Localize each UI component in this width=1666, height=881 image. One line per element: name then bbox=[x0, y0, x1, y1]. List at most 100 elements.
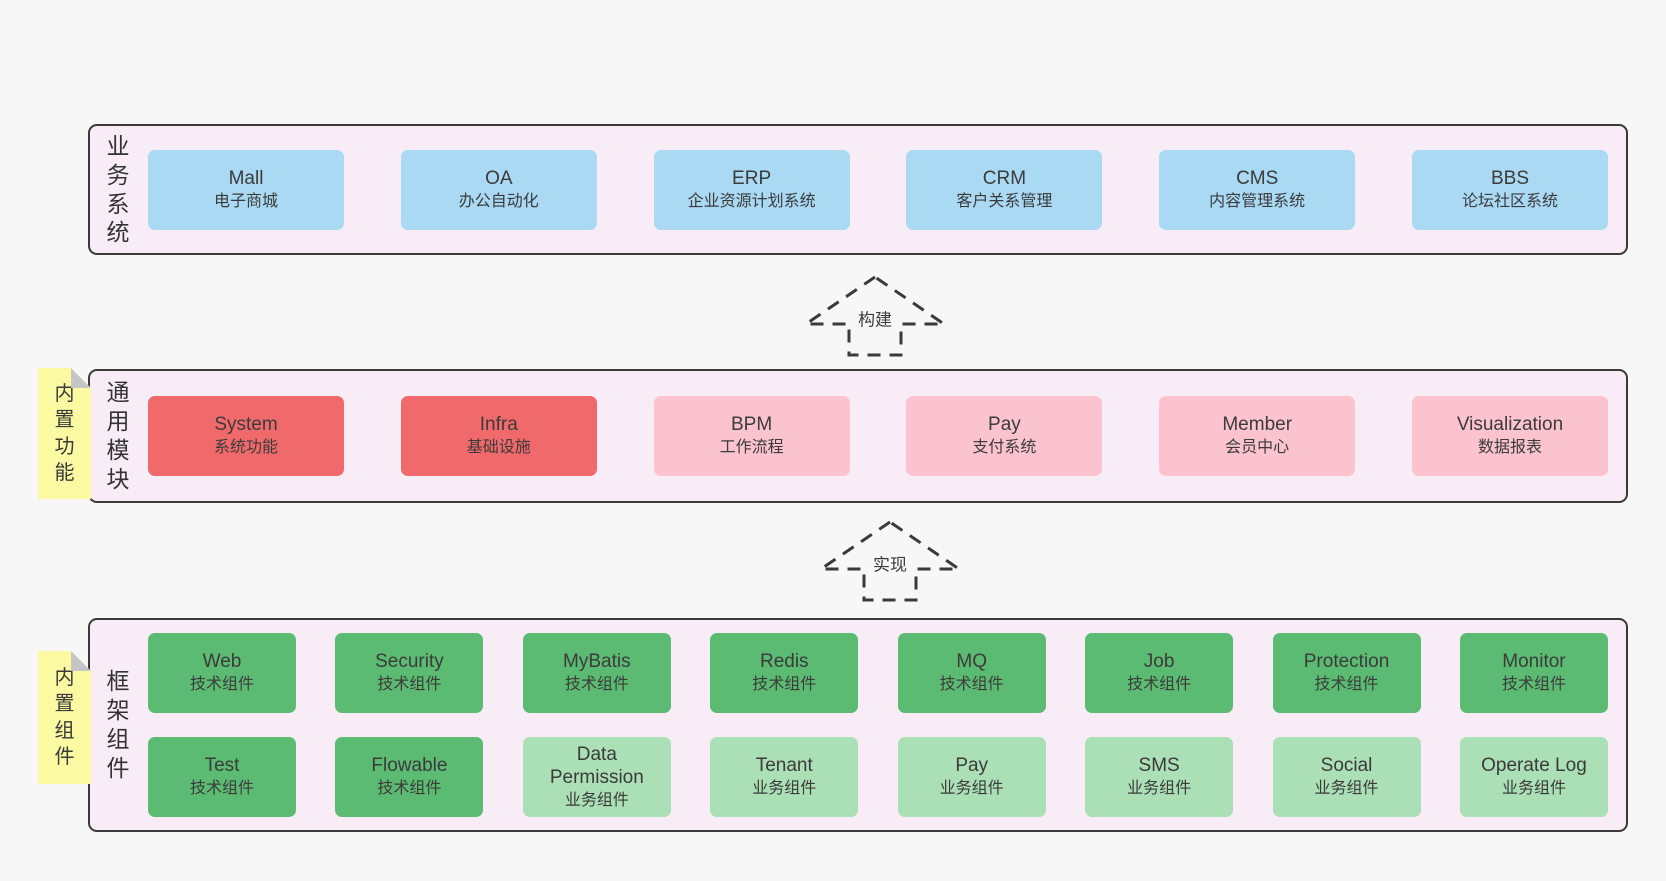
band-business-systems-label: 业务系统 bbox=[106, 132, 130, 246]
box-visualization: Visualization 数据报表 bbox=[1411, 396, 1608, 476]
box-tenant: Tenant 业务组件 bbox=[710, 737, 859, 817]
box-flowable: Flowable 技术组件 bbox=[335, 737, 484, 817]
band-common-modules: 通用模块 System 系统功能 Infra 基础设施 BPM 工作流程 Pay… bbox=[88, 369, 1628, 503]
box-pay-name: Pay bbox=[988, 414, 1021, 436]
box-social-desc: 业务组件 bbox=[1314, 780, 1379, 798]
box-test-desc: 技术组件 bbox=[189, 780, 254, 798]
box-protection-desc: 技术组件 bbox=[1314, 676, 1379, 694]
box-flowable-desc: 技术组件 bbox=[377, 780, 442, 798]
box-erp-desc: 企业资源计划系统 bbox=[687, 192, 816, 210]
box-cms-desc: 内容管理系统 bbox=[1209, 192, 1306, 210]
sticky-built-in-features-label: 内置功能 bbox=[54, 382, 75, 484]
box-redis: Redis 技术组件 bbox=[710, 633, 859, 713]
box-cms-name: CMS bbox=[1236, 167, 1279, 189]
arrow-build: 构建 bbox=[800, 274, 950, 358]
box-mq-name: MQ bbox=[956, 651, 987, 673]
box-pay-component: Pay 业务组件 bbox=[897, 737, 1046, 817]
box-social-name: Social bbox=[1320, 755, 1373, 777]
box-mall-desc: 电子商城 bbox=[213, 192, 278, 210]
sticky-built-in-features: 内置功能 bbox=[38, 368, 91, 499]
box-operate-log-name: Operate Log bbox=[1481, 755, 1587, 777]
box-bpm-name: BPM bbox=[731, 414, 773, 436]
box-system-desc: 系统功能 bbox=[213, 439, 278, 457]
box-test-name: Test bbox=[204, 755, 240, 777]
box-web-name: Web bbox=[202, 651, 242, 673]
box-job-desc: 技术组件 bbox=[1127, 676, 1192, 694]
box-mall-name: Mall bbox=[228, 167, 264, 189]
box-erp-name: ERP bbox=[732, 167, 772, 189]
box-member-desc: 会员中心 bbox=[1225, 439, 1290, 457]
box-mybatis-desc: 技术组件 bbox=[564, 676, 629, 694]
arrow-implement-shape bbox=[816, 520, 964, 602]
box-job: Job 技术组件 bbox=[1085, 633, 1234, 713]
box-system: System 系统功能 bbox=[148, 396, 344, 476]
box-pay: Pay 支付系统 bbox=[906, 396, 1103, 476]
box-job-name: Job bbox=[1143, 651, 1175, 673]
box-mall: Mall 电子商城 bbox=[148, 149, 344, 230]
box-security-name: Security bbox=[375, 651, 444, 673]
sticky-built-in-components-label: 内置组件 bbox=[54, 666, 75, 768]
box-mybatis-name: MyBatis bbox=[563, 651, 631, 673]
box-social: Social 业务组件 bbox=[1272, 737, 1421, 817]
box-crm-name: CRM bbox=[982, 167, 1027, 189]
box-monitor: Monitor 技术组件 bbox=[1459, 633, 1608, 713]
box-operate-log: Operate Log 业务组件 bbox=[1459, 737, 1608, 817]
box-mq: MQ 技术组件 bbox=[897, 633, 1046, 713]
box-protection-name: Protection bbox=[1303, 651, 1390, 673]
box-mybatis: MyBatis 技术组件 bbox=[522, 633, 671, 713]
arrow-implement-label: 实现 bbox=[869, 549, 911, 577]
box-system-name: System bbox=[214, 414, 278, 436]
box-bbs-name: BBS bbox=[1490, 167, 1529, 189]
box-infra-desc: 基础设施 bbox=[466, 439, 531, 457]
box-security-desc: 技术组件 bbox=[377, 676, 442, 694]
business-systems-row: Mall 电子商城 OA 办公自动化 ERP 企业资源计划系统 CRM 客户关系… bbox=[148, 149, 1608, 230]
common-modules-row: System 系统功能 Infra 基础设施 BPM 工作流程 Pay 支付系统… bbox=[148, 396, 1608, 476]
box-redis-desc: 技术组件 bbox=[752, 676, 817, 694]
box-mq-desc: 技术组件 bbox=[939, 676, 1004, 694]
box-bbs-desc: 论坛社区系统 bbox=[1461, 192, 1558, 210]
box-protection: Protection 技术组件 bbox=[1272, 633, 1421, 713]
box-pay-component-name: Pay bbox=[955, 755, 989, 777]
box-flowable-name: Flowable bbox=[371, 755, 448, 777]
framework-components-row-2: Test 技术组件 Flowable 技术组件 Data Permission … bbox=[148, 737, 1608, 817]
box-tenant-name: Tenant bbox=[755, 755, 813, 777]
box-data-permission-name: Data Permission bbox=[549, 743, 644, 788]
box-web-desc: 技术组件 bbox=[189, 676, 254, 694]
box-oa-desc: 办公自动化 bbox=[458, 192, 539, 210]
band-business-systems: 业务系统 Mall 电子商城 OA 办公自动化 ERP 企业资源计划系统 CRM… bbox=[88, 124, 1628, 255]
band-framework-components-label: 框架组件 bbox=[106, 668, 130, 781]
box-operate-log-desc: 业务组件 bbox=[1501, 780, 1566, 798]
box-infra: Infra 基础设施 bbox=[400, 396, 597, 476]
box-sms: SMS 业务组件 bbox=[1085, 737, 1234, 817]
box-sms-name: SMS bbox=[1138, 755, 1180, 777]
box-security: Security 技术组件 bbox=[335, 633, 484, 713]
framework-components-row-1: Web 技术组件 Security 技术组件 MyBatis 技术组件 Redi… bbox=[148, 633, 1608, 713]
box-data-permission-desc: 业务组件 bbox=[564, 791, 629, 809]
band-framework-components: 框架组件 Web 技术组件 Security 技术组件 MyBatis 技术组件… bbox=[88, 618, 1628, 832]
box-oa-name: OA bbox=[485, 167, 513, 189]
box-redis-name: Redis bbox=[759, 651, 809, 673]
box-member-name: Member bbox=[1222, 414, 1293, 436]
box-pay-component-desc: 业务组件 bbox=[939, 780, 1004, 798]
box-sms-desc: 业务组件 bbox=[1127, 780, 1192, 798]
box-oa: OA 办公自动化 bbox=[400, 149, 597, 230]
box-member: Member 会员中心 bbox=[1159, 396, 1356, 476]
sticky-built-in-components: 内置组件 bbox=[38, 651, 91, 784]
box-visualization-desc: 数据报表 bbox=[1477, 439, 1542, 457]
box-bbs: BBS 论坛社区系统 bbox=[1411, 149, 1608, 230]
box-crm-desc: 客户关系管理 bbox=[956, 192, 1053, 210]
arrow-implement: 实现 bbox=[815, 519, 965, 603]
box-erp: ERP 企业资源计划系统 bbox=[653, 149, 850, 230]
box-visualization-name: Visualization bbox=[1456, 414, 1564, 436]
box-monitor-desc: 技术组件 bbox=[1501, 676, 1566, 694]
box-infra-name: Infra bbox=[479, 414, 518, 436]
box-data-permission: Data Permission 业务组件 bbox=[522, 737, 671, 817]
box-bpm: BPM 工作流程 bbox=[653, 396, 850, 476]
box-monitor-name: Monitor bbox=[1502, 651, 1566, 673]
box-web: Web 技术组件 bbox=[148, 633, 296, 713]
box-tenant-desc: 业务组件 bbox=[752, 780, 817, 798]
band-common-modules-label: 通用模块 bbox=[106, 379, 130, 492]
arrow-build-label: 构建 bbox=[854, 304, 896, 332]
box-crm: CRM 客户关系管理 bbox=[906, 149, 1103, 230]
